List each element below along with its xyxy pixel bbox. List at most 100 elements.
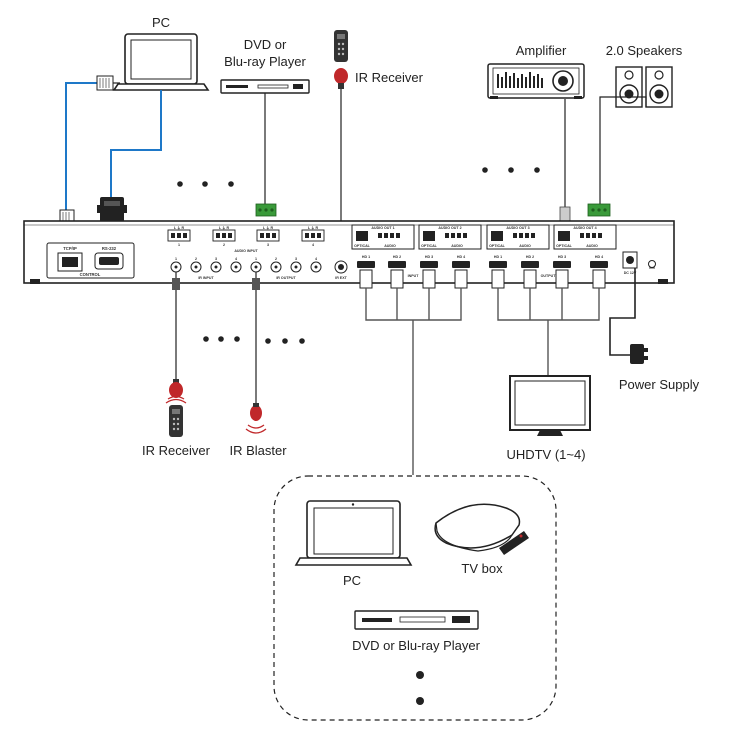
ir-in-num-2: 2 [195,257,197,261]
ellipsis-dots-right [482,167,540,173]
ir-input-plug [172,278,180,290]
dvd-top-label-1: DVD or [244,37,287,52]
dvd-bottom-label: DVD or Blu-ray Player [352,638,481,653]
hdmi-ports [357,261,608,268]
amplifier-icon [487,63,585,99]
audio-in-num-4: 4 [312,243,314,247]
tcpip-cable [65,82,98,212]
ir-blaster-label: IR Blaster [229,443,287,458]
dvd-player-bottom-icon [354,610,479,630]
ir-out-num-1: 1 [255,257,257,261]
optical-ports [356,231,570,241]
output-hd3-label: HD 3 [558,255,566,259]
audio-label-4: AUDIO [586,244,598,248]
ir-out-num-3: 3 [295,257,297,261]
rj45-plug-top-icon [96,75,120,91]
ir-receiver-top-icon [334,68,348,89]
output-label: OUTPUT [541,274,557,278]
audio-terminal-green-right [587,203,611,217]
power-supply-label: Power Supply [619,377,700,392]
audio-input-label: AUDIO INPUT [234,249,258,253]
hdmi-plugs-input [359,269,468,289]
ir-in-num-3: 3 [215,257,217,261]
lr-label-2: L ⏚ R [219,225,230,230]
tv-box-icon [434,503,521,552]
pc-top-label: PC [152,15,170,30]
ir-ext-label: IR EXT [335,276,347,280]
dc-label: DC 12V [624,271,637,275]
input-hd4-label: HD 4 [457,255,465,259]
lr-label-1: L ⏚ R [174,225,185,230]
audio-out-3-label: AUDIO OUT 3 [506,226,529,230]
ir-blaster-icon [245,403,267,434]
optical-label-1: OPTICAL [354,244,371,248]
output-hd4-label: HD 4 [595,255,603,259]
speakers-icon [615,66,673,108]
control-label: CONTROL [80,272,101,277]
optical-label-3: OPTICAL [489,244,506,248]
audio-out-boxes [351,224,617,250]
audio-out-4-label: AUDIO OUT 4 [573,226,596,230]
ellipsis-dots-bottom-left [203,336,240,342]
audio-terminal-green-left [255,203,277,217]
tv-box-label: TV box [461,561,503,576]
pc-laptop-icon [112,33,210,91]
audio-out-2-label: AUDIO OUT 2 [438,226,461,230]
ir-ext-jack [334,260,348,274]
power-cable [609,268,636,356]
output-hd2-label: HD 2 [526,255,534,259]
power-adapter-icon [630,344,648,364]
ir-receiver-bottom-icon [165,379,187,437]
remote-control-icon [334,30,348,62]
audio-label-2: AUDIO [451,244,463,248]
uhdtv-label: UHDTV (1~4) [506,447,585,462]
ir-input-label: IR INPUT [198,276,214,280]
audio-out-terminals [378,233,602,238]
speakers-label: 2.0 Speakers [606,43,683,58]
optical-plug [559,206,571,222]
control-block [46,242,135,279]
ellipsis-dots-bottom-mid [265,338,305,344]
ellipsis-dots-left [177,181,234,187]
output-hd1-label: HD 1 [494,255,502,259]
lr-label-4: L ⏚ R [308,225,319,230]
db9-connector-icon [97,197,127,227]
rs232-port-label: RS-232 [102,246,117,251]
lr-label-3: L ⏚ R [263,225,274,230]
hdmi-output-cables [497,288,600,375]
audio-out-1-label: AUDIO OUT 1 [371,226,394,230]
audio-in-num-1: 1 [178,243,180,247]
pc-laptop-bottom-icon [294,500,413,566]
input-hd3-label: HD 3 [425,255,433,259]
dvd-top-label-2: Blu-ray Player [224,54,306,69]
pc-bottom-label: PC [343,573,361,588]
ir-out-num-4: 4 [315,257,317,261]
input-hd1-label: HD 1 [362,255,370,259]
audio-label-1: AUDIO [384,244,396,248]
input-hd2-label: HD 2 [393,255,401,259]
input-label: INPUT [408,274,420,278]
audio-input-terminals [167,229,325,242]
rs232-cable [110,90,162,200]
ir-output-plug [252,278,260,290]
uhdtv-icon [509,375,591,436]
sources-group-box [273,475,557,721]
hdmi-input-cables [365,288,462,475]
audio-in-num-3: 3 [267,243,269,247]
ir-receiver-top-label: IR Receiver [355,70,424,85]
dc-power-jack [622,251,656,269]
optical-label-4: OPTICAL [556,244,573,248]
dvd-player-icon [220,79,310,94]
ellipsis-dots-vertical [416,671,424,705]
speaker-cable [599,96,647,205]
ir-out-num-2: 2 [275,257,277,261]
ir-in-num-1: 1 [175,257,177,261]
audio-in-num-2: 2 [223,243,225,247]
audio-label-3: AUDIO [519,244,531,248]
ir-in-num-4: 4 [235,257,237,261]
optical-label-2: OPTICAL [421,244,438,248]
ir-output-label: IR OUTPUT [276,276,296,280]
ir-receiver-bottom-label: IR Receiver [142,443,211,458]
